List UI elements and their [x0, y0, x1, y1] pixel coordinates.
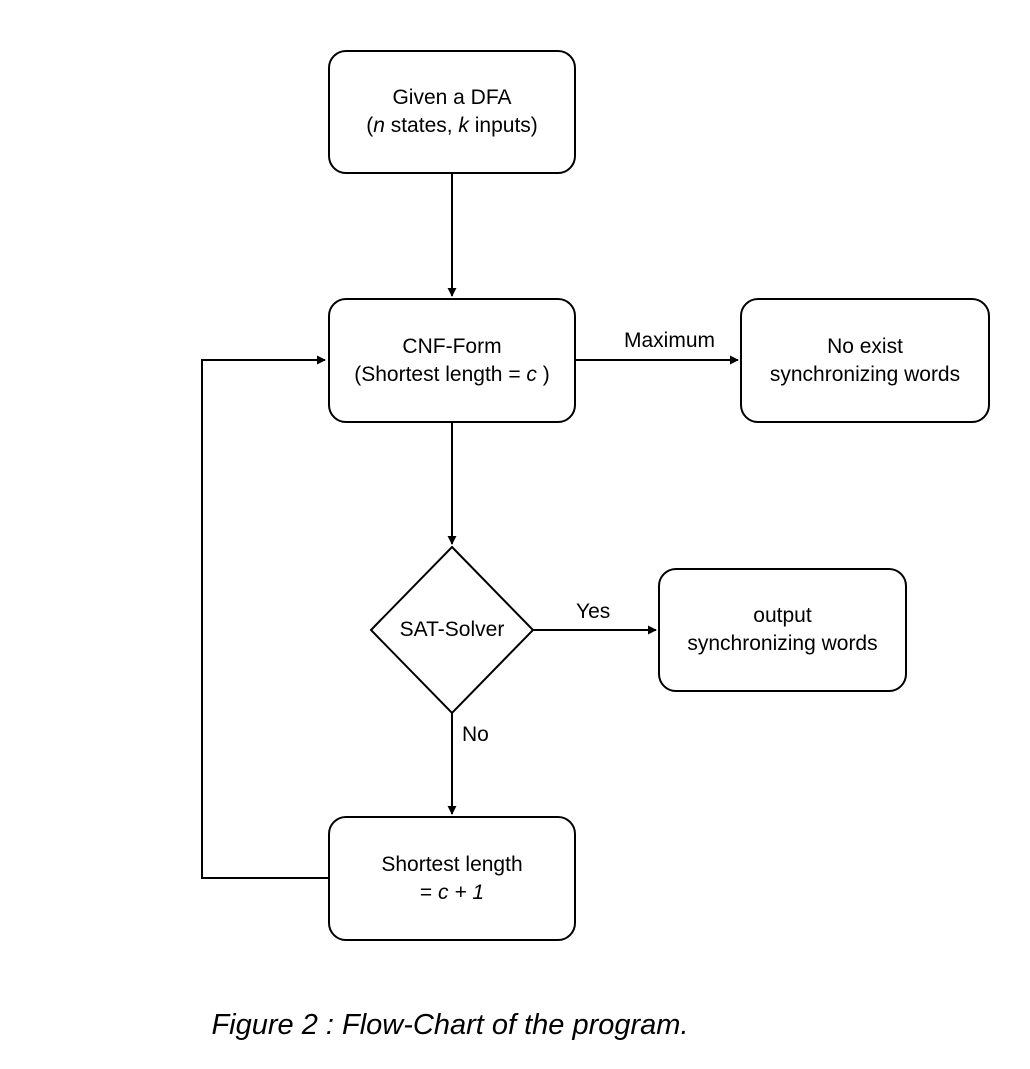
sat-solver-label: SAT-Solver: [399, 618, 505, 641]
no-exist-line1: No exist: [827, 334, 903, 358]
edge-label-yes: Yes: [576, 600, 611, 623]
output-line1: output: [753, 604, 812, 627]
edge-label-maximum: Maximum: [624, 329, 716, 352]
cnf-var-c: c: [526, 362, 537, 386]
increment-box: Shortest length = c + 1: [328, 816, 576, 941]
cnf-form-box: CNF-Form (Shortest length = c ): [328, 298, 576, 423]
edge-label-no: No: [462, 723, 489, 746]
cnf-title: CNF-Form: [402, 334, 502, 358]
increment-line1: Shortest length: [381, 852, 523, 876]
edge-increment-loop-to-cnf: [201, 355, 328, 879]
no-exist-box: No exist synchronizing words: [740, 298, 990, 423]
cnf-text: (Shortest length =: [354, 362, 527, 386]
start-var-k: k: [458, 114, 469, 137]
output-box: output synchronizing words: [658, 568, 907, 692]
start-text-states: states,: [384, 114, 459, 137]
start-paren-open: (: [366, 114, 374, 137]
output-line2: synchronizing words: [687, 632, 878, 655]
start-title: Given a DFA: [392, 86, 512, 109]
no-exist-line2: synchronizing words: [769, 362, 961, 386]
increment-line2: = c + 1: [420, 879, 484, 907]
cnf-subtitle: (Shortest length = c ): [354, 361, 550, 389]
start-subtitle: (n states, k inputs): [366, 112, 538, 140]
start-var-n: n: [373, 114, 385, 137]
start-text-inputs: inputs): [468, 114, 538, 137]
increment-equals: =: [419, 880, 438, 904]
cnf-paren-close: ): [536, 362, 550, 386]
increment-var: c + 1: [437, 880, 485, 904]
start-box: Given a DFA (n states, k inputs): [328, 50, 576, 174]
figure-caption: Figure 2 : Flow-Chart of the program.: [211, 1009, 689, 1041]
